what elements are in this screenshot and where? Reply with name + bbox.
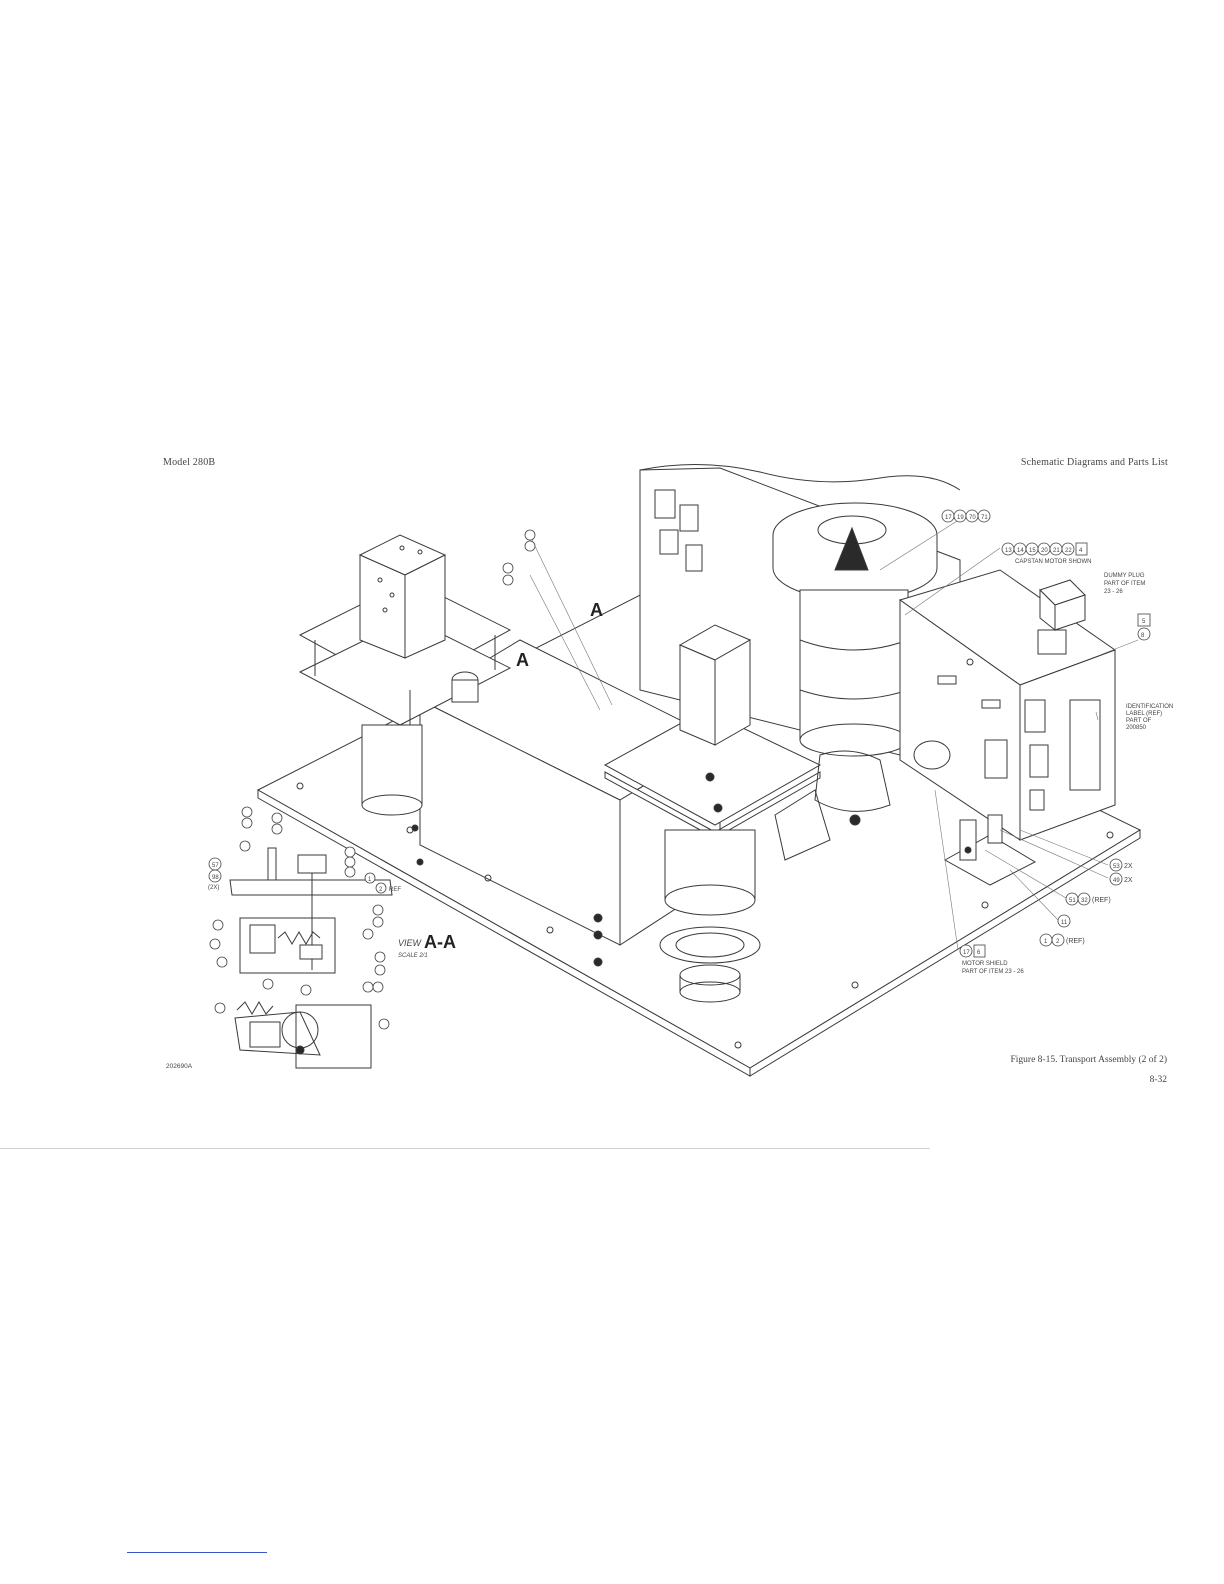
leader-lines — [529, 515, 1139, 951]
balloon-17: 17 — [945, 515, 952, 521]
balloon-13: 13 — [1005, 548, 1012, 554]
balloon-8: 8 — [1141, 633, 1145, 639]
qty-2x-left: (2X) — [208, 885, 219, 891]
page-number: 8-32 — [1149, 1075, 1167, 1085]
motor-shield-label: MOTOR SHIELD — [962, 961, 1008, 967]
balloon-11: 11 — [1061, 920, 1068, 926]
section-marker-a-left: A — [516, 650, 529, 670]
detail-balloon-1: 1 — [368, 877, 372, 883]
footnote-separator — [127, 1552, 267, 1553]
view-letters: A-A — [424, 932, 456, 952]
dummy-plug-label: DUMMY PLUG — [1104, 573, 1145, 579]
relay-board — [654, 489, 703, 572]
balloon-49: 49 — [1113, 878, 1120, 884]
view-a-a-detail — [229, 847, 393, 1069]
id-label-1: IDENTIFICATION — [1126, 704, 1173, 710]
section-marker-a-top: A — [590, 600, 603, 620]
dummy-plug-items: 23 - 26 — [1104, 589, 1123, 595]
balloon-98: 98 — [212, 875, 219, 881]
dummy-plug-part: PART OF ITEM — [1104, 581, 1145, 587]
left-solenoid-assembly — [298, 534, 512, 816]
balloon-51: 51 — [1069, 898, 1076, 904]
scan-edge-line — [0, 1148, 930, 1149]
detail-balloon-2: 2 — [379, 887, 383, 893]
right-electronics-cabinet — [898, 569, 1117, 841]
balloon-2: 2 — [1056, 939, 1060, 945]
balloon-21: 21 — [1053, 548, 1060, 554]
balloon-14: 14 — [1017, 548, 1024, 554]
balloon-1: 1 — [1044, 939, 1048, 945]
balloon-71: 71 — [981, 515, 988, 521]
balloon-17-motor: 17 — [963, 950, 970, 956]
detail-balloons — [209, 529, 536, 1030]
center-solenoid-assembly — [411, 624, 822, 1003]
id-label-3: PART OF — [1126, 718, 1152, 724]
balloon-53: 53 — [1113, 864, 1120, 870]
figure-caption: Figure 8-15. Transport Assembly (2 of 2) — [1010, 1055, 1168, 1065]
balloon-20: 20 — [1041, 548, 1048, 554]
balloon-32: 32 — [1081, 898, 1088, 904]
view-title: VIEW — [398, 938, 423, 948]
motor-shield-part: PART OF ITEM 23 - 26 — [962, 969, 1024, 975]
balloon-15: 15 — [1029, 548, 1036, 554]
header-model-label: Model 280B — [163, 457, 216, 468]
capstan-motor-note: CAPSTAN MOTOR SHOWN — [1015, 559, 1091, 565]
balloon-22: 22 — [1065, 548, 1072, 554]
drawing-number: 202690A — [166, 1063, 193, 1070]
balloon-70: 70 — [969, 515, 976, 521]
detail-ref-label: REF — [389, 887, 401, 893]
balloon-19: 19 — [957, 515, 964, 521]
box-5: 5 — [1142, 619, 1146, 625]
id-label-4: 200850 — [1126, 725, 1147, 731]
header-section-title: Schematic Diagrams and Parts List — [1020, 457, 1168, 468]
ref-label-b: (REF) — [1066, 938, 1085, 945]
box-4: 4 — [1079, 548, 1083, 554]
ref-label-a: (REF) — [1092, 897, 1111, 904]
item-balloons: 17 19 70 71 13 14 15 20 21 22 4 CAPSTAN … — [208, 509, 1173, 975]
balloon-57: 57 — [212, 863, 219, 869]
qty-2x-a: 2X — [1124, 863, 1133, 870]
box-6: 6 — [977, 950, 981, 956]
view-scale: SCALE 2/1 — [398, 953, 428, 959]
qty-2x-b: 2X — [1124, 877, 1133, 884]
id-label-2: LABEL (REF) — [1126, 711, 1162, 717]
